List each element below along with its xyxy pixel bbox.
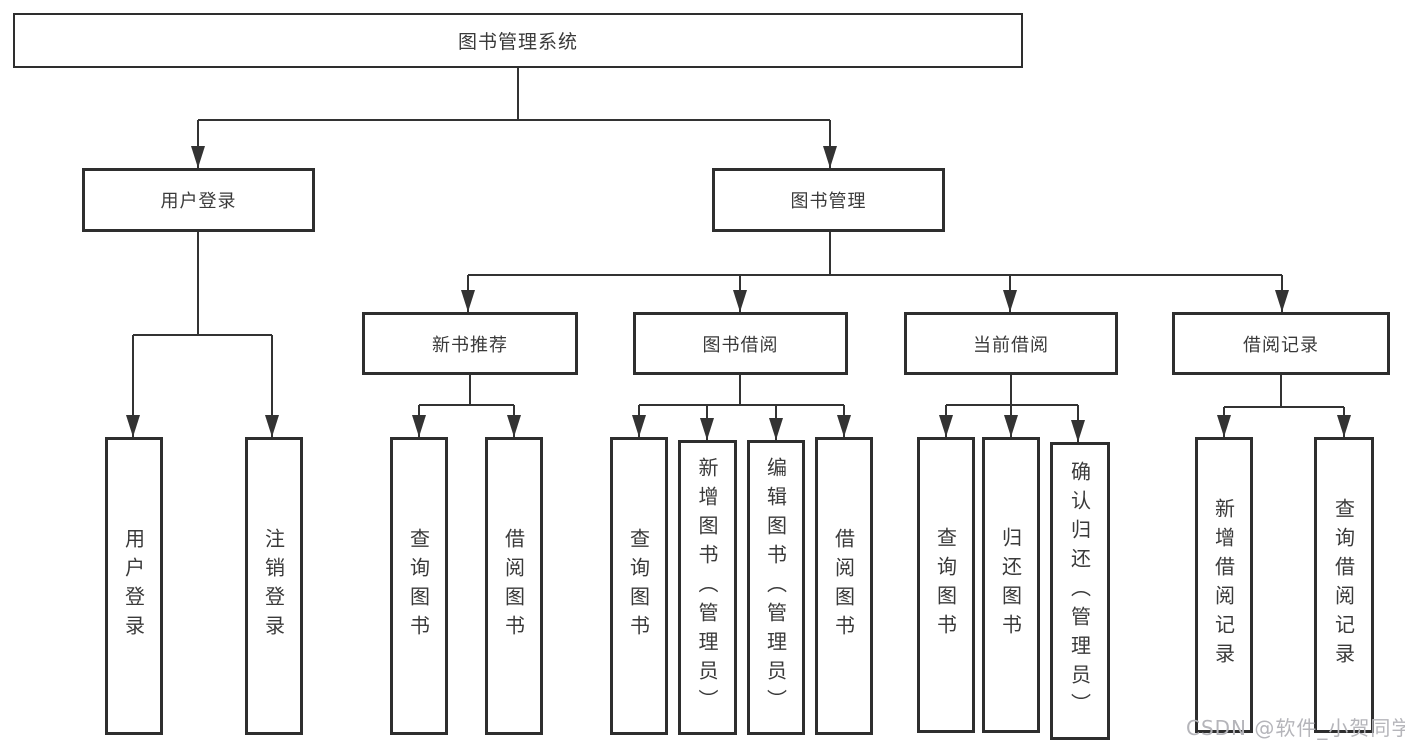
leaf-label: 编辑图书（管理员） — [763, 457, 788, 718]
leaf-query-books-current: 查询图书 — [917, 437, 975, 733]
leaf-confirm-return-admin: 确认归还（管理员） — [1050, 442, 1110, 740]
leaf-label: 查询图书 — [406, 528, 431, 644]
watermark: CSDN @软件_小贺同学 — [1186, 716, 1405, 740]
leaf-add-books-admin: 新增图书（管理员） — [678, 440, 737, 735]
leaf-query-books-recommend: 查询图书 — [390, 437, 448, 735]
leaf-label: 新增借阅记录 — [1211, 498, 1236, 672]
leaf-label: 借阅图书 — [831, 528, 856, 644]
leaf-logout: 注销登录 — [245, 437, 303, 735]
leaf-label: 用户登录 — [121, 528, 146, 644]
node-new-book-recommend: 新书推荐 — [362, 312, 578, 375]
leaf-edit-books-admin: 编辑图书（管理员） — [747, 440, 805, 735]
node-book-borrow: 图书借阅 — [633, 312, 848, 375]
leaf-label: 确认归还（管理员） — [1067, 460, 1092, 722]
leaf-label: 查询图书 — [933, 527, 958, 643]
node-book-management: 图书管理 — [712, 168, 945, 232]
node-current-borrow: 当前借阅 — [904, 312, 1118, 375]
leaf-label: 归还图书 — [998, 527, 1023, 643]
leaf-borrow-books-recommend: 借阅图书 — [485, 437, 543, 735]
leaf-label: 新增图书（管理员） — [695, 457, 719, 718]
leaf-return-books: 归还图书 — [982, 437, 1040, 733]
leaf-query-borrow-record: 查询借阅记录 — [1314, 437, 1374, 733]
leaf-user-login: 用户登录 — [105, 437, 163, 735]
leaf-label: 查询图书 — [626, 528, 651, 644]
leaf-add-borrow-record: 新增借阅记录 — [1195, 437, 1253, 733]
node-user-login: 用户登录 — [82, 168, 315, 232]
leaf-label: 注销登录 — [261, 528, 286, 644]
leaf-query-books-borrow: 查询图书 — [610, 437, 668, 735]
leaf-borrow-books: 借阅图书 — [815, 437, 873, 735]
node-library-system: 图书管理系统 — [13, 13, 1023, 68]
leaf-label: 查询借阅记录 — [1331, 498, 1356, 672]
node-borrow-records: 借阅记录 — [1172, 312, 1390, 375]
leaf-label: 借阅图书 — [501, 528, 526, 644]
